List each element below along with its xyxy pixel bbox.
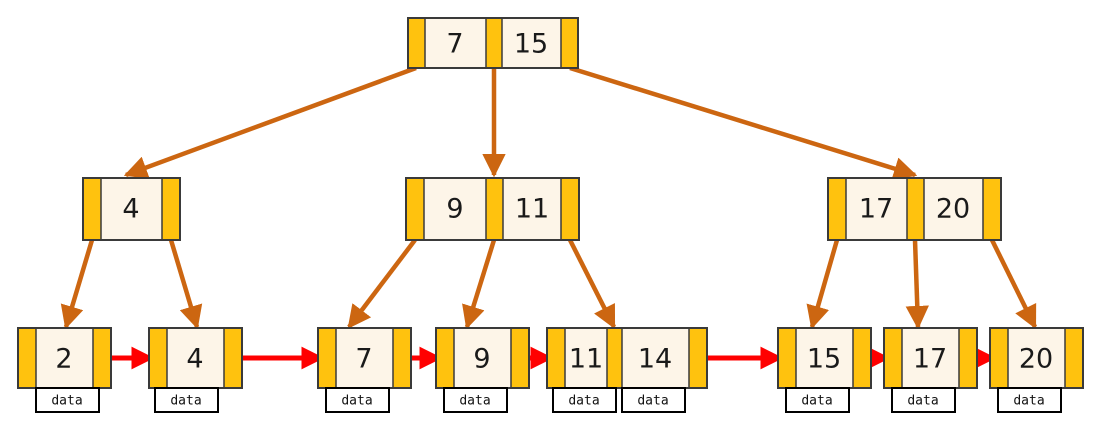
leaf-3-data-box-0[interactable] bbox=[325, 387, 390, 413]
leaf-4-data-box-0[interactable] bbox=[443, 387, 508, 413]
internal-node-left[interactable]: 4 bbox=[82, 177, 181, 241]
leaf-6-key-0: 15 bbox=[807, 344, 841, 375]
leaf-6-pointer-cell-right[interactable] bbox=[853, 329, 870, 387]
leaf-3-key-0: 7 bbox=[355, 344, 372, 375]
root-node[interactable]: 7 15 bbox=[407, 17, 579, 69]
leaf-node-1[interactable]: 2 data bbox=[17, 327, 112, 413]
edge-internal-right-to-leaf-7 bbox=[905, 239, 929, 330]
root-key-1: 15 bbox=[514, 29, 548, 60]
root-pointer-cell-0[interactable] bbox=[409, 19, 425, 67]
root-pointer-cell-2[interactable] bbox=[561, 19, 577, 67]
edge-internal-left-to-leaf-1 bbox=[60, 239, 95, 330]
root-pointer-cell-1[interactable] bbox=[486, 19, 502, 67]
internal-middle-pointer-cell-1[interactable] bbox=[486, 179, 503, 239]
leaf-node-6[interactable]: 15 data bbox=[777, 327, 872, 413]
leaf-3-data-label-0: data bbox=[341, 394, 372, 409]
leaf-5-key-0: 11 bbox=[569, 344, 603, 375]
edge-internal-middle-to-leaf-3 bbox=[347, 238, 417, 329]
leaf-2-data-label-0: data bbox=[170, 394, 201, 409]
leaf-node-8[interactable]: 20 data bbox=[989, 327, 1084, 413]
internal-left-pointer-cell-1[interactable] bbox=[162, 179, 179, 239]
leaf-6-pointer-cell-left[interactable] bbox=[779, 329, 796, 387]
leaf-1-pointer-cell-right[interactable] bbox=[93, 329, 110, 387]
leaf-5-data-label-0: data bbox=[568, 394, 599, 409]
leaf-node-4[interactable]: 9 data bbox=[435, 327, 530, 413]
edge-internal-left-to-leaf-2 bbox=[168, 239, 203, 330]
internal-node-right[interactable]: 17 20 bbox=[827, 177, 1002, 241]
leaf-8-key-0: 20 bbox=[1019, 344, 1053, 375]
leaf-4-data-label-0: data bbox=[459, 394, 490, 409]
leaf-6-data-label-0: data bbox=[801, 394, 832, 409]
edge-internal-middle-to-leaf-5 bbox=[567, 238, 617, 330]
internal-right-pointer-cell-1[interactable] bbox=[907, 179, 924, 239]
root-key-0: 7 bbox=[446, 29, 463, 60]
leaf-5-data-box-1[interactable] bbox=[621, 387, 686, 413]
leaf-5-key-1: 14 bbox=[638, 344, 672, 375]
internal-middle-key-0: 9 bbox=[446, 194, 463, 225]
leaf-1-pointer-cell-left[interactable] bbox=[19, 329, 36, 387]
internal-right-key-1: 20 bbox=[936, 194, 970, 225]
leaf-5-pointer-cell-left[interactable] bbox=[548, 329, 565, 387]
leaf-8-data-box-0[interactable] bbox=[997, 387, 1062, 413]
leaf-7-data-label-0: data bbox=[907, 394, 938, 409]
internal-right-pointer-cell-2[interactable] bbox=[983, 179, 1000, 239]
internal-middle-key-1: 11 bbox=[515, 194, 549, 225]
edge-root-to-internal-left bbox=[123, 65, 417, 179]
leaf-node-7[interactable]: 17 data bbox=[883, 327, 978, 413]
leaf-2-pointer-cell-left[interactable] bbox=[150, 329, 167, 387]
internal-middle-pointer-cell-2[interactable] bbox=[561, 179, 578, 239]
edge-internal-middle-to-leaf-4 bbox=[462, 239, 497, 330]
leaf-8-data-label-0: data bbox=[1013, 394, 1044, 409]
leaf-node-5[interactable]: 11 14 data data bbox=[546, 327, 708, 413]
leaf-2-data-box-0[interactable] bbox=[154, 387, 219, 413]
leaf-5-data-box-0[interactable] bbox=[552, 387, 617, 413]
leaf-node-2[interactable]: 4 data bbox=[148, 327, 243, 413]
internal-node-middle[interactable]: 9 11 bbox=[405, 177, 580, 241]
leaf-4-key-0: 9 bbox=[473, 344, 490, 375]
internal-right-key-0: 17 bbox=[859, 194, 893, 225]
internal-right-pointer-cell-0[interactable] bbox=[829, 179, 846, 239]
leaf-7-pointer-cell-right[interactable] bbox=[959, 329, 976, 387]
leaf-7-pointer-cell-left[interactable] bbox=[885, 329, 902, 387]
leaf-3-pointer-cell-left[interactable] bbox=[319, 329, 336, 387]
leaf-2-pointer-cell-right[interactable] bbox=[224, 329, 241, 387]
leaf-8-pointer-cell-right[interactable] bbox=[1065, 329, 1082, 387]
leaf-node-3[interactable]: 7 data bbox=[317, 327, 412, 413]
internal-left-pointer-cell-0[interactable] bbox=[84, 179, 101, 239]
leaf-2-key-0: 4 bbox=[186, 344, 203, 375]
leaf-4-pointer-cell-right[interactable] bbox=[511, 329, 528, 387]
leaf-5-pointer-cell-right[interactable] bbox=[689, 329, 706, 387]
internal-left-key-0: 4 bbox=[122, 194, 139, 225]
leaf-1-data-box-0[interactable] bbox=[35, 387, 100, 413]
leaf-1-key-0: 2 bbox=[55, 344, 72, 375]
internal-middle-pointer-cell-0[interactable] bbox=[407, 179, 424, 239]
leaf-1-data-label-0: data bbox=[51, 394, 82, 409]
edge-internal-right-to-leaf-6 bbox=[806, 239, 840, 330]
leaf-7-key-0: 17 bbox=[913, 344, 947, 375]
edge-root-to-internal-right bbox=[569, 65, 918, 180]
leaf-8-pointer-cell-left[interactable] bbox=[991, 329, 1008, 387]
leaf-6-data-box-0[interactable] bbox=[785, 387, 850, 413]
edge-internal-right-to-leaf-8 bbox=[989, 239, 1038, 330]
leaf-7-data-box-0[interactable] bbox=[891, 387, 956, 413]
leaf-4-pointer-cell-left[interactable] bbox=[437, 329, 454, 387]
leaf-5-body bbox=[546, 327, 708, 389]
tree-edges-layer bbox=[60, 65, 1038, 330]
leaf-5-data-label-1: data bbox=[637, 394, 668, 409]
leaf-3-pointer-cell-right[interactable] bbox=[393, 329, 410, 387]
leaf-5-pointer-cell-middle[interactable] bbox=[607, 329, 622, 387]
